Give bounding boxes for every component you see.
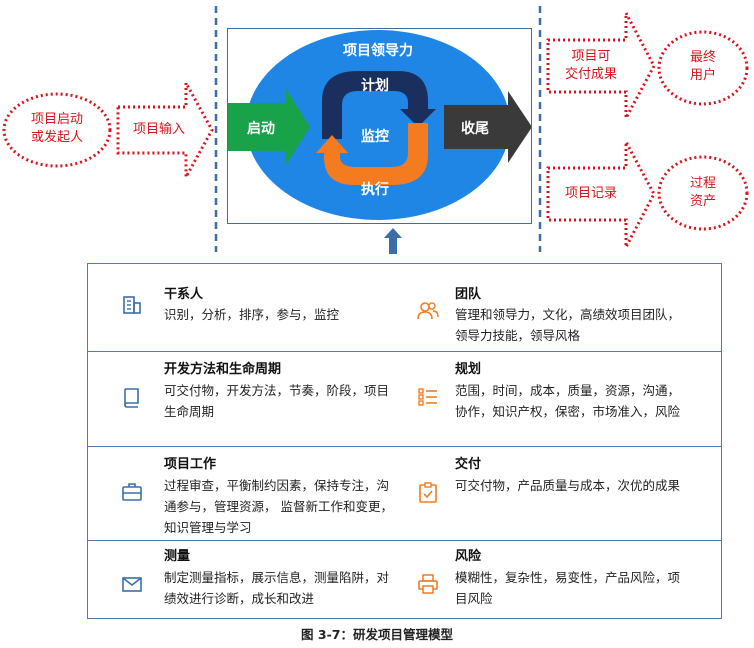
up-arrow [384, 228, 402, 254]
monitor-label: 监控 [361, 129, 389, 145]
briefcase-icon [122, 483, 142, 501]
domain-title: 交付 [455, 457, 482, 472]
end-user-label: 最终 用户 [689, 50, 716, 83]
printer-icon [418, 574, 438, 594]
list-icon [418, 388, 437, 406]
plan-label: 计划 [361, 78, 389, 94]
leadership-label: 项目领导力 [343, 43, 413, 59]
domain-body: 管理和领导力，文化，高绩效项目团队，领导力技能，领导风格 [455, 307, 681, 343]
end-user-oval [657, 30, 749, 106]
domain-title: 干系人 [164, 287, 204, 302]
domain-body: 范围，时间，成本，质量，资源，沟通，协作，知识产权，保密，市场准入，风险 [455, 383, 681, 419]
domain-title: 规划 [455, 362, 482, 377]
initiator-label: 项目启动 或发起人 [30, 112, 83, 145]
deliverables-arrow [546, 12, 656, 119]
clipboard-check-icon [419, 482, 437, 503]
plan-arrow [322, 71, 436, 139]
leadership-ellipse [246, 30, 510, 220]
domain-body: 识别，分析，排序，参与，监控 [164, 307, 340, 322]
domain-title: 项目工作 [164, 457, 217, 472]
domain-row: 项目工作 过程审查，平衡制约因素，保持专注，沟通参与，管理资源， 监督新工作和变… [88, 447, 721, 541]
core-process-box: 项目领导力 启动 计划 监控 执行 收尾 [227, 28, 532, 224]
domain-body: 模糊性，复杂性，易变性，产品风险，项目风险 [455, 570, 681, 606]
figure-caption: 图 3-7：研发项目管理模型 [301, 627, 453, 642]
domain-body: 可交付物，产品质量与成本，次优的成果 [455, 478, 681, 493]
execute-label: 执行 [361, 182, 389, 198]
start-arrow [228, 89, 310, 165]
envelope-icon [122, 577, 142, 592]
domain-title: 风险 [455, 549, 482, 564]
close-label: 收尾 [461, 121, 489, 137]
deliverables-label: 项目可 交付成果 [564, 49, 617, 82]
initiator-oval [2, 92, 112, 168]
building-icon [123, 296, 141, 314]
close-arrow [444, 91, 531, 163]
domain-title: 团队 [455, 287, 482, 302]
domain-title: 测量 [164, 549, 191, 564]
project-input-arrow [116, 82, 214, 178]
domain-body: 制定测量指标，展示信息，测量陷阱，对绩效进行诊断，成长和改进 [164, 570, 390, 606]
domain-row: 干系人 识别，分析，排序，参与，监控 团队 管理和领导力，文化，高绩效项目团队，… [88, 264, 721, 352]
start-label: 启动 [247, 121, 275, 137]
people-icon [417, 302, 439, 320]
process-assets-oval [657, 155, 749, 231]
records-arrow [546, 141, 656, 248]
performance-domains-panel: 干系人 识别，分析，排序，参与，监控 团队 管理和领导力，文化，高绩效项目团队，… [87, 263, 722, 619]
book-icon [124, 388, 139, 408]
execute-arrow [316, 123, 428, 185]
domain-body: 过程审查，平衡制约因素，保持专注，沟通参与，管理资源， 监督新工作和变更，知识管… [164, 478, 393, 535]
core-process-graphic [228, 30, 531, 220]
project-input-label: 项目输入 [132, 122, 185, 137]
process-assets-label: 过程 资产 [689, 176, 716, 209]
records-label: 项目记录 [564, 186, 617, 201]
domain-row: 开发方法和生命周期 可交付物，开发方法，节奏，阶段，项目生命周期 规划 范围，时… [88, 352, 721, 447]
domain-body: 可交付物，开发方法，节奏，阶段，项目生命周期 [164, 383, 390, 419]
diagram-guides [2, 6, 749, 254]
domain-title: 开发方法和生命周期 [164, 362, 282, 377]
domain-row: 测量 制定测量指标，展示信息，测量陷阱，对绩效进行诊断，成长和改进 风险 模糊性… [88, 541, 721, 618]
